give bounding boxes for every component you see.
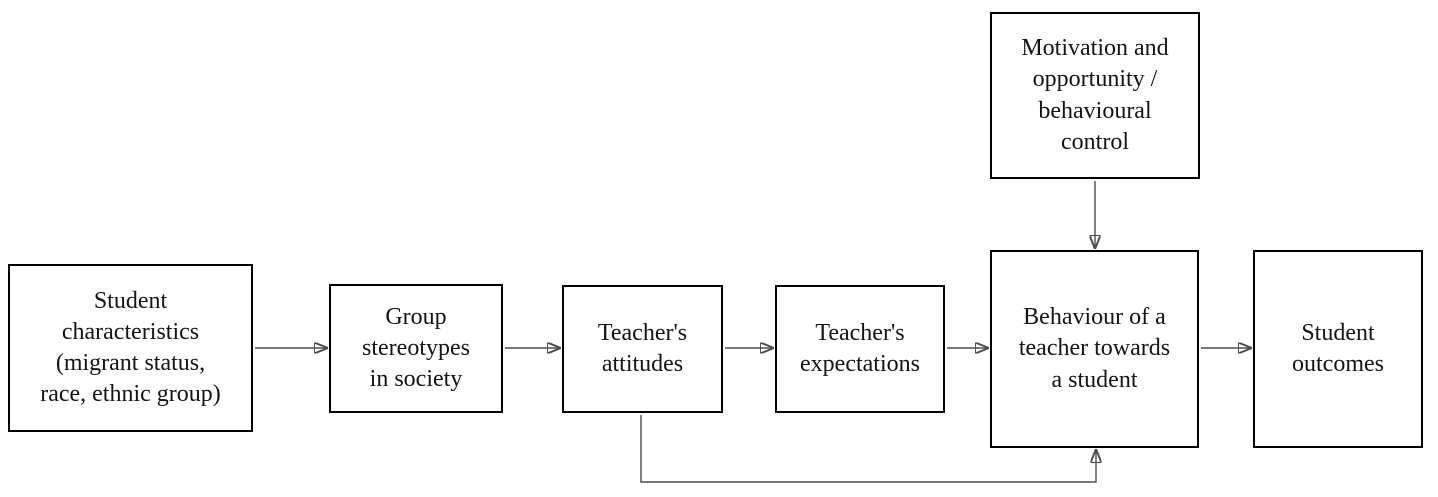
node-teacher-behaviour-label: Behaviour of a teacher towards a student: [1018, 304, 1171, 393]
arrow-teacher-attitudes-bypass-to-teacher-behaviour: [640, 415, 1096, 483]
node-teacher-attitudes-label: Teacher's attitudes: [597, 319, 688, 377]
node-group-stereotypes: Group stereotypes in society: [329, 284, 503, 413]
node-group-stereotypes-label: Group stereotypes in society: [362, 303, 470, 393]
node-student-characteristics-label: Student characteristics (migrant status,…: [40, 287, 221, 408]
node-teacher-expectations: Teacher's expectations: [775, 285, 945, 413]
node-teacher-attitudes: Teacher's attitudes: [562, 285, 723, 413]
node-teacher-behaviour: Behaviour of a teacher towards a student: [990, 250, 1199, 448]
node-teacher-expectations-label: Teacher's expectations: [800, 319, 920, 377]
node-motivation-opportunity-label: Motivation and opportunity / behavioural…: [1021, 35, 1169, 155]
node-motivation-opportunity: Motivation and opportunity / behavioural…: [990, 12, 1200, 179]
node-student-characteristics: Student characteristics (migrant status,…: [8, 264, 253, 432]
node-student-outcomes: Student outcomes: [1253, 250, 1423, 448]
node-student-outcomes-label: Student outcomes: [1292, 319, 1384, 377]
